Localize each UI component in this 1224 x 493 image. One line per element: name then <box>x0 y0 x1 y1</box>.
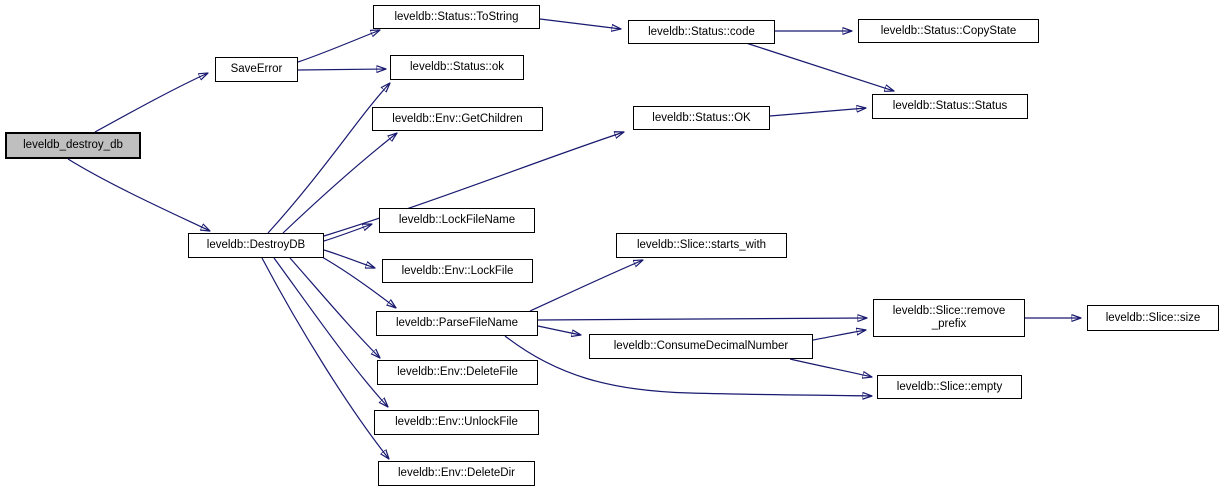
node-label: leveldb::Env::GetChildren <box>392 112 523 125</box>
node-label: leveldb::ConsumeDecimalNumber <box>613 340 789 352</box>
node-label-line-2: _prefix <box>931 318 967 330</box>
edge-DestroyDB-EnvLockFile <box>323 249 375 268</box>
edge-leveldb_destroy_db-SaveError <box>94 73 208 133</box>
node-label: leveldb::Env::UnlockFile <box>395 416 518 428</box>
node-env-lockfile[interactable]: leveldb::Env::LockFile <box>382 259 533 283</box>
node-status-copystate[interactable]: leveldb::Status::CopyState <box>858 19 1039 43</box>
node-label: leveldb::LockFileName <box>398 214 516 226</box>
node-label: leveldb::Status::OK <box>652 111 751 124</box>
node-slice-size[interactable]: leveldb::Slice::size <box>1087 305 1219 331</box>
node-label: leveldb::Status::ToString <box>394 10 519 23</box>
node-env-deletefile[interactable]: leveldb::Env::DeleteFile <box>377 360 538 385</box>
node-label: leveldb::DestroyDB <box>206 239 306 251</box>
node-slice-remove-prefix[interactable]: leveldb::Slice::remove _prefix <box>873 299 1025 337</box>
edge-DestroyDB-LockFileName <box>323 224 372 242</box>
node-status-ok-method[interactable]: leveldb::Status::ok <box>390 55 524 80</box>
node-label: leveldb::Slice::size <box>1105 311 1201 324</box>
node-label: leveldb::Status::ok <box>410 61 504 73</box>
edge-leveldb_destroy_db-DestroyDB <box>67 158 210 231</box>
node-slice-starts-with[interactable]: leveldb::Slice::starts_with <box>616 233 787 258</box>
edge-ParseFileName-RemovePrefix <box>537 318 867 320</box>
node-label: leveldb::Env::DeleteFile <box>397 366 518 378</box>
edge-DestroyDB-StatusOK <box>323 132 624 237</box>
node-destroydb[interactable]: leveldb::DestroyDB <box>188 233 324 258</box>
node-label: SaveError <box>230 63 283 75</box>
edge-DestroyDB-DeleteFile <box>289 257 380 358</box>
edge-DestroyDB-GetChildren <box>282 133 397 234</box>
edge-DestroyDB-ParseFileName <box>321 256 396 308</box>
edge-SaveError-ToString <box>297 30 380 63</box>
node-env-deletedir[interactable]: leveldb::Env::DeleteDir <box>378 461 535 486</box>
node-label: leveldb::ParseFileName <box>395 317 519 329</box>
edge-StatusOK-StatusStatus <box>769 108 866 117</box>
node-label: leveldb::Status::code <box>648 25 755 38</box>
edge-DestroyDB-DeleteDir <box>261 257 389 459</box>
edge-ToString-StatusCode <box>539 18 621 29</box>
node-saveerror[interactable]: SaveError <box>215 57 298 82</box>
node-label: leveldb::Slice::empty <box>896 380 1003 393</box>
edge-DestroyDB-StatusOk <box>267 83 390 234</box>
node-status-constructor[interactable]: leveldb::Status::Status <box>872 94 1028 119</box>
node-label: leveldb::Status::CopyState <box>880 24 1017 37</box>
node-slice-empty[interactable]: leveldb::Slice::empty <box>877 375 1022 399</box>
node-lockfilename[interactable]: leveldb::LockFileName <box>379 208 535 233</box>
node-leveldb-destroy-db: leveldb_destroy_db <box>5 132 141 159</box>
edge-DestroyDB-UnlockFile <box>273 257 388 407</box>
edge-ConsumeDecimal-RemovePrefix <box>812 330 866 341</box>
edge-StatusCode-StatusStatus <box>745 42 894 91</box>
node-label: leveldb_destroy_db <box>23 139 123 151</box>
node-env-unlockfile[interactable]: leveldb::Env::UnlockFile <box>374 410 539 435</box>
node-label: leveldb::Env::DeleteDir <box>398 467 515 479</box>
node-status-ok-static[interactable]: leveldb::Status::OK <box>633 106 770 130</box>
node-status-code[interactable]: leveldb::Status::code <box>628 20 775 44</box>
edge-ParseFileName-SliceEmpty <box>504 335 872 396</box>
node-parsefilename[interactable]: leveldb::ParseFileName <box>376 311 538 336</box>
edge-SaveError-StatusOk <box>297 69 386 70</box>
edge-ConsumeDecimal-SliceEmpty <box>789 358 872 377</box>
node-label: leveldb::Status::Status <box>892 100 1008 112</box>
edge-ParseFileName-ConsumeDecimal <box>537 325 581 335</box>
node-env-getchildren[interactable]: leveldb::Env::GetChildren <box>372 107 543 131</box>
node-label-line-1: leveldb::Slice::remove <box>892 305 1006 317</box>
node-label: leveldb::Env::LockFile <box>401 264 514 277</box>
node-label: leveldb::Slice::starts_with <box>636 239 767 251</box>
node-status-tostring[interactable]: leveldb::Status::ToString <box>373 5 540 29</box>
node-consumedecimalnumber[interactable]: leveldb::ConsumeDecimalNumber <box>589 334 813 359</box>
edge-ParseFileName-StartsWith <box>529 260 643 312</box>
